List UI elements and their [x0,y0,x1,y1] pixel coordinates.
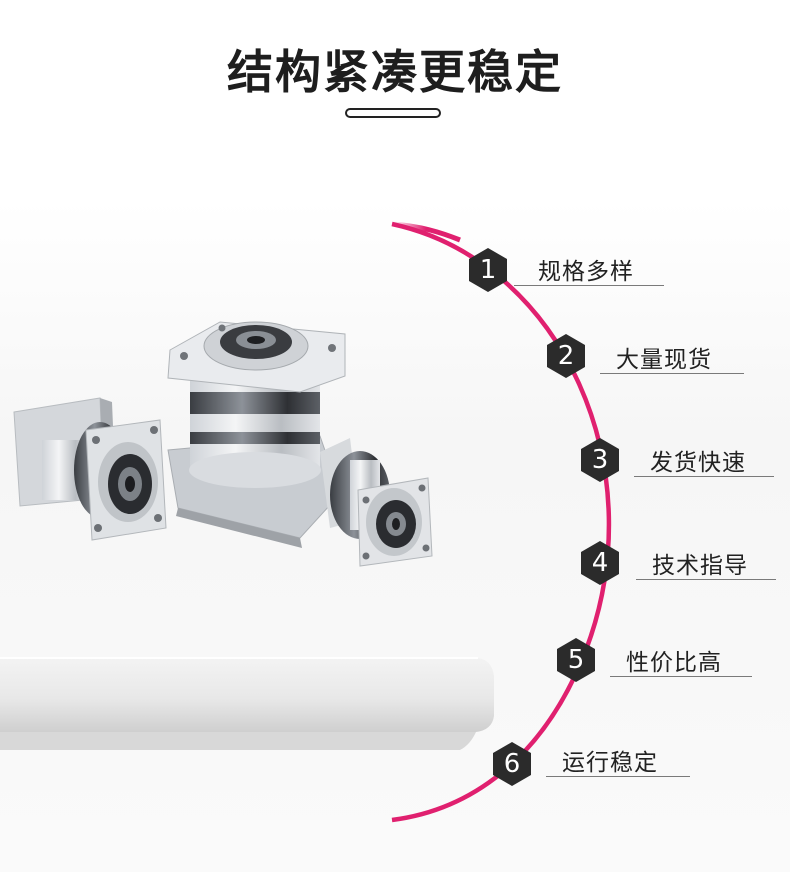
feature-label-5: 性价比高 [626,650,722,676]
feature-underline-1 [514,285,664,286]
hexagon-5 [557,638,595,682]
display-platform [0,657,494,750]
feature-underline-5 [610,676,752,677]
feature-underline-3 [634,476,774,477]
timeline-arc [391,221,612,823]
feature-number-4: 4 [591,548,609,578]
gearbox-right-image [320,438,433,567]
hexagon-3 [581,438,619,482]
page-title: 结构紧凑更稳定 [227,45,563,99]
gearbox-center-image [167,321,346,548]
hexagon-2 [547,334,585,378]
hexagon-markers [469,248,619,786]
feature-label-6: 运行稳定 [562,750,658,776]
gearbox-left-image [13,397,167,541]
hexagon-1 [469,248,507,292]
hexagon-6 [493,742,531,786]
feature-underline-2 [600,373,744,374]
hexagon-4 [581,541,619,585]
feature-number-5: 5 [567,645,585,675]
feature-label-2: 大量现货 [616,347,712,373]
feature-label-1: 规格多样 [538,259,634,285]
feature-number-1: 1 [479,255,497,285]
feature-number-3: 3 [591,445,609,475]
feature-number-2: 2 [557,341,575,371]
feature-underline-6 [546,776,690,777]
feature-label-3: 发货快速 [650,450,746,476]
feature-underline-4 [636,579,776,580]
feature-number-6: 6 [503,749,521,779]
title-underline [345,108,441,118]
feature-label-4: 技术指导 [652,553,748,579]
